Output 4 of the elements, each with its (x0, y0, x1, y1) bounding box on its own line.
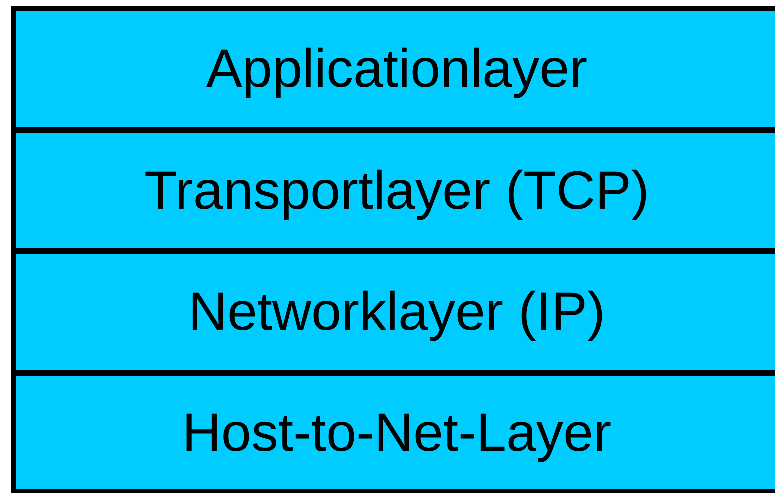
layer-label: Applicationlayer (206, 38, 588, 100)
layer-label: Host-to-Net-Layer (182, 402, 612, 464)
layer-label: Transportlayer (TCP) (144, 160, 650, 222)
layer-label: Networklayer (IP) (188, 281, 606, 343)
